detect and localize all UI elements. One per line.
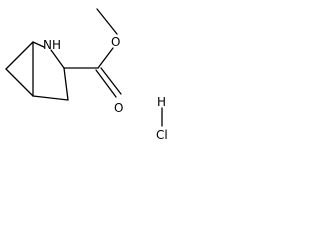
carbonyl-oxygen-label: O	[114, 101, 123, 115]
bond-c1-c2	[5, 41, 34, 70]
bond-c5-n	[50, 49, 65, 69]
bond-carbonyl-double-b	[100, 67, 122, 95]
ester-oxygen-label: O	[111, 35, 120, 49]
hydrogen-label: H	[157, 95, 166, 109]
ester-bonds	[63, 8, 122, 98]
amine-label: NH	[43, 38, 61, 52]
bond-n-c1	[32, 41, 45, 48]
bond-c3-c4	[32, 95, 69, 101]
bond-c2-c3	[5, 68, 34, 97]
chlorine-label: Cl	[156, 128, 168, 142]
bond-ester-o-methyl	[96, 8, 118, 35]
bicyclic-ring-bonds	[5, 41, 69, 101]
chemical-structure-diagram: NH O O H Cl	[5, 8, 168, 142]
bond-c4-c5	[63, 67, 69, 101]
bond-carbonyl-ester-o	[97, 47, 114, 69]
bond-carbonyl-double-a	[95, 69, 117, 98]
